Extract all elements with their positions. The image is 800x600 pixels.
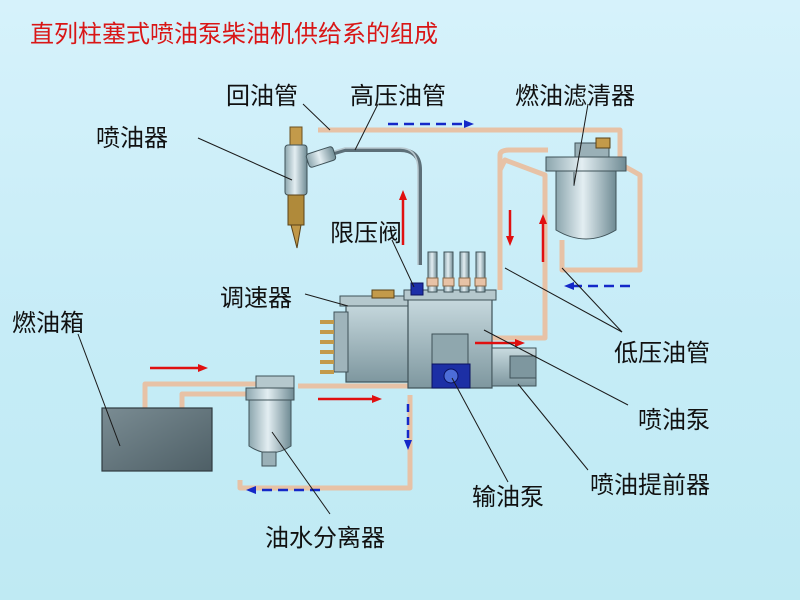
pump-to-filter-pipe <box>488 157 548 341</box>
red-arrow-4 <box>399 190 407 245</box>
leader-fuel-tank <box>77 333 121 447</box>
label-water-separator: 油水分离器 <box>265 524 385 552</box>
leader-transfer-pump <box>451 377 509 483</box>
water-separator-body <box>245 375 295 467</box>
flow-arrows-red <box>150 190 547 403</box>
leader-pressure-limit-valve <box>391 239 415 288</box>
red-arrow-2 <box>318 395 382 403</box>
red-arrow-1 <box>150 364 208 372</box>
label-fuel-filter: 燃油滤清器 <box>515 82 635 110</box>
blue-arrow-3 <box>404 404 412 450</box>
blue-arrow-2 <box>564 282 630 290</box>
return-pipe-top <box>318 127 623 160</box>
blue-arrow-4 <box>246 486 320 494</box>
leader-high-pressure-pipe <box>354 103 379 151</box>
fuel-tank-body <box>101 407 213 472</box>
label-injector: 喷油器 <box>96 124 168 152</box>
filter-outlet-pipe <box>559 162 643 273</box>
label-governor: 调速器 <box>220 284 292 312</box>
label-injection-advance-device: 喷油提前器 <box>590 471 710 499</box>
fuel-filter-body <box>545 137 627 240</box>
flow-arrows-blue <box>246 120 630 494</box>
label-pressure-limit-valve: 限压阀 <box>330 219 402 247</box>
red-arrow-5 <box>506 210 514 246</box>
label-return-pipe: 回油管 <box>226 82 298 110</box>
page-title: 直列柱塞式喷油泵柴油机供给系的组成 <box>30 20 438 48</box>
leader-lines <box>77 103 629 515</box>
label-transfer-pump: 输油泵 <box>472 483 544 511</box>
injection-pump-assembly <box>320 251 537 389</box>
tank-return-pipe <box>179 391 246 408</box>
leader-fuel-filter <box>573 103 589 186</box>
leader-water-separator <box>271 431 331 515</box>
low-pressure-loop <box>497 147 548 170</box>
blue-arrow-1 <box>388 120 474 128</box>
leader-injector <box>197 137 293 181</box>
leader-low-pressure-pipe-2 <box>561 267 623 333</box>
leader-governor <box>304 293 349 307</box>
red-arrow-6 <box>539 214 547 262</box>
injector-body <box>284 126 337 249</box>
label-injection-pump: 喷油泵 <box>638 406 710 434</box>
label-high-pressure-pipe: 高压油管 <box>350 82 446 110</box>
leader-injection-advance-device <box>517 383 589 471</box>
label-low-pressure-pipe: 低压油管 <box>614 339 710 367</box>
leader-injection-pump <box>483 329 629 406</box>
leader-return-pipe <box>302 103 331 131</box>
leader-low-pressure-pipe-1 <box>504 267 623 333</box>
label-fuel-tank: 燃油箱 <box>12 309 84 337</box>
